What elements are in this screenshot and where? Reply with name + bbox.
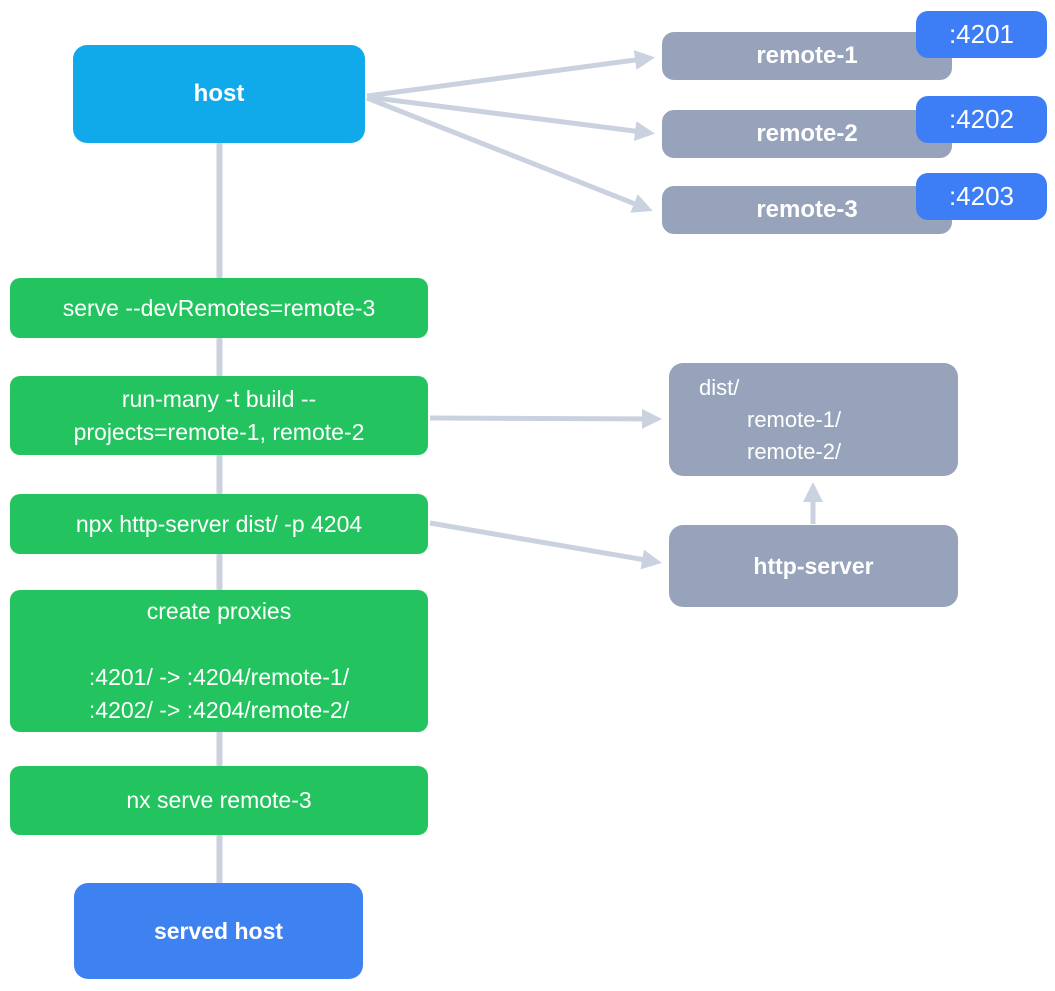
- edge-host-to-remote-3: [366, 95, 653, 213]
- edge-runmany-to-dist: [429, 408, 662, 429]
- host-node: host: [73, 45, 365, 143]
- proxy-rule-4202: :4202/ -> :4204/remote-2/: [88, 697, 350, 723]
- port-badge-4201: :4201: [916, 11, 1047, 58]
- command-text: serve --devRemotes=remote-3: [62, 294, 376, 321]
- dist-root-label: dist/: [699, 374, 740, 400]
- command-npx-http-server: npx http-server dist/ -p 4204: [10, 494, 428, 554]
- http-server-label: http-server: [753, 552, 874, 579]
- host-label: host: [193, 80, 245, 107]
- command-create-proxies: create proxies :4201/ -> :4204/remote-1/…: [10, 590, 428, 732]
- command-text-line2: projects=remote-1, remote-2: [73, 418, 365, 445]
- edge-host-to-remote-1: [366, 50, 655, 99]
- remote-1-node: remote-1: [662, 32, 952, 80]
- http-server-node: http-server: [669, 525, 958, 607]
- port-badge-4203: :4203: [916, 173, 1047, 220]
- dist-remote-1-label: remote-1/: [747, 406, 842, 432]
- dist-remote-2-label: remote-2/: [747, 438, 842, 464]
- port-4201-label: :4201: [948, 19, 1015, 49]
- command-run-many-build: run-many -t build -- projects=remote-1, …: [10, 376, 428, 455]
- proxies-spacer: [10, 628, 428, 661]
- dist-folder-node: dist/ remote-1/ remote-2/: [669, 363, 958, 476]
- port-4203-label: :4203: [948, 181, 1015, 211]
- command-text-line1: run-many -t build --: [121, 385, 317, 412]
- proxies-title: create proxies: [146, 598, 292, 624]
- command-nx-serve-remote-3: nx serve remote-3: [10, 766, 428, 835]
- command-serve-dev-remotes: serve --devRemotes=remote-3: [10, 278, 428, 338]
- remote-2-label: remote-2: [756, 120, 858, 147]
- command-text: nx serve remote-3: [126, 787, 312, 813]
- proxy-rule-4201: :4201/ -> :4204/remote-1/: [88, 664, 350, 690]
- served-host-label: served host: [153, 917, 284, 944]
- remote-3-node: remote-3: [662, 186, 952, 234]
- edge-npx-to-http-server: [429, 520, 662, 570]
- command-text: npx http-server dist/ -p 4204: [75, 510, 363, 537]
- served-host-node: served host: [74, 883, 363, 979]
- remote-1-label: remote-1: [756, 42, 858, 69]
- edge-host-to-remote-2: [366, 94, 655, 142]
- remote-2-node: remote-2: [662, 110, 952, 158]
- remote-3-label: remote-3: [756, 196, 858, 223]
- port-4202-label: :4202: [948, 104, 1015, 134]
- port-badge-4202: :4202: [916, 96, 1047, 143]
